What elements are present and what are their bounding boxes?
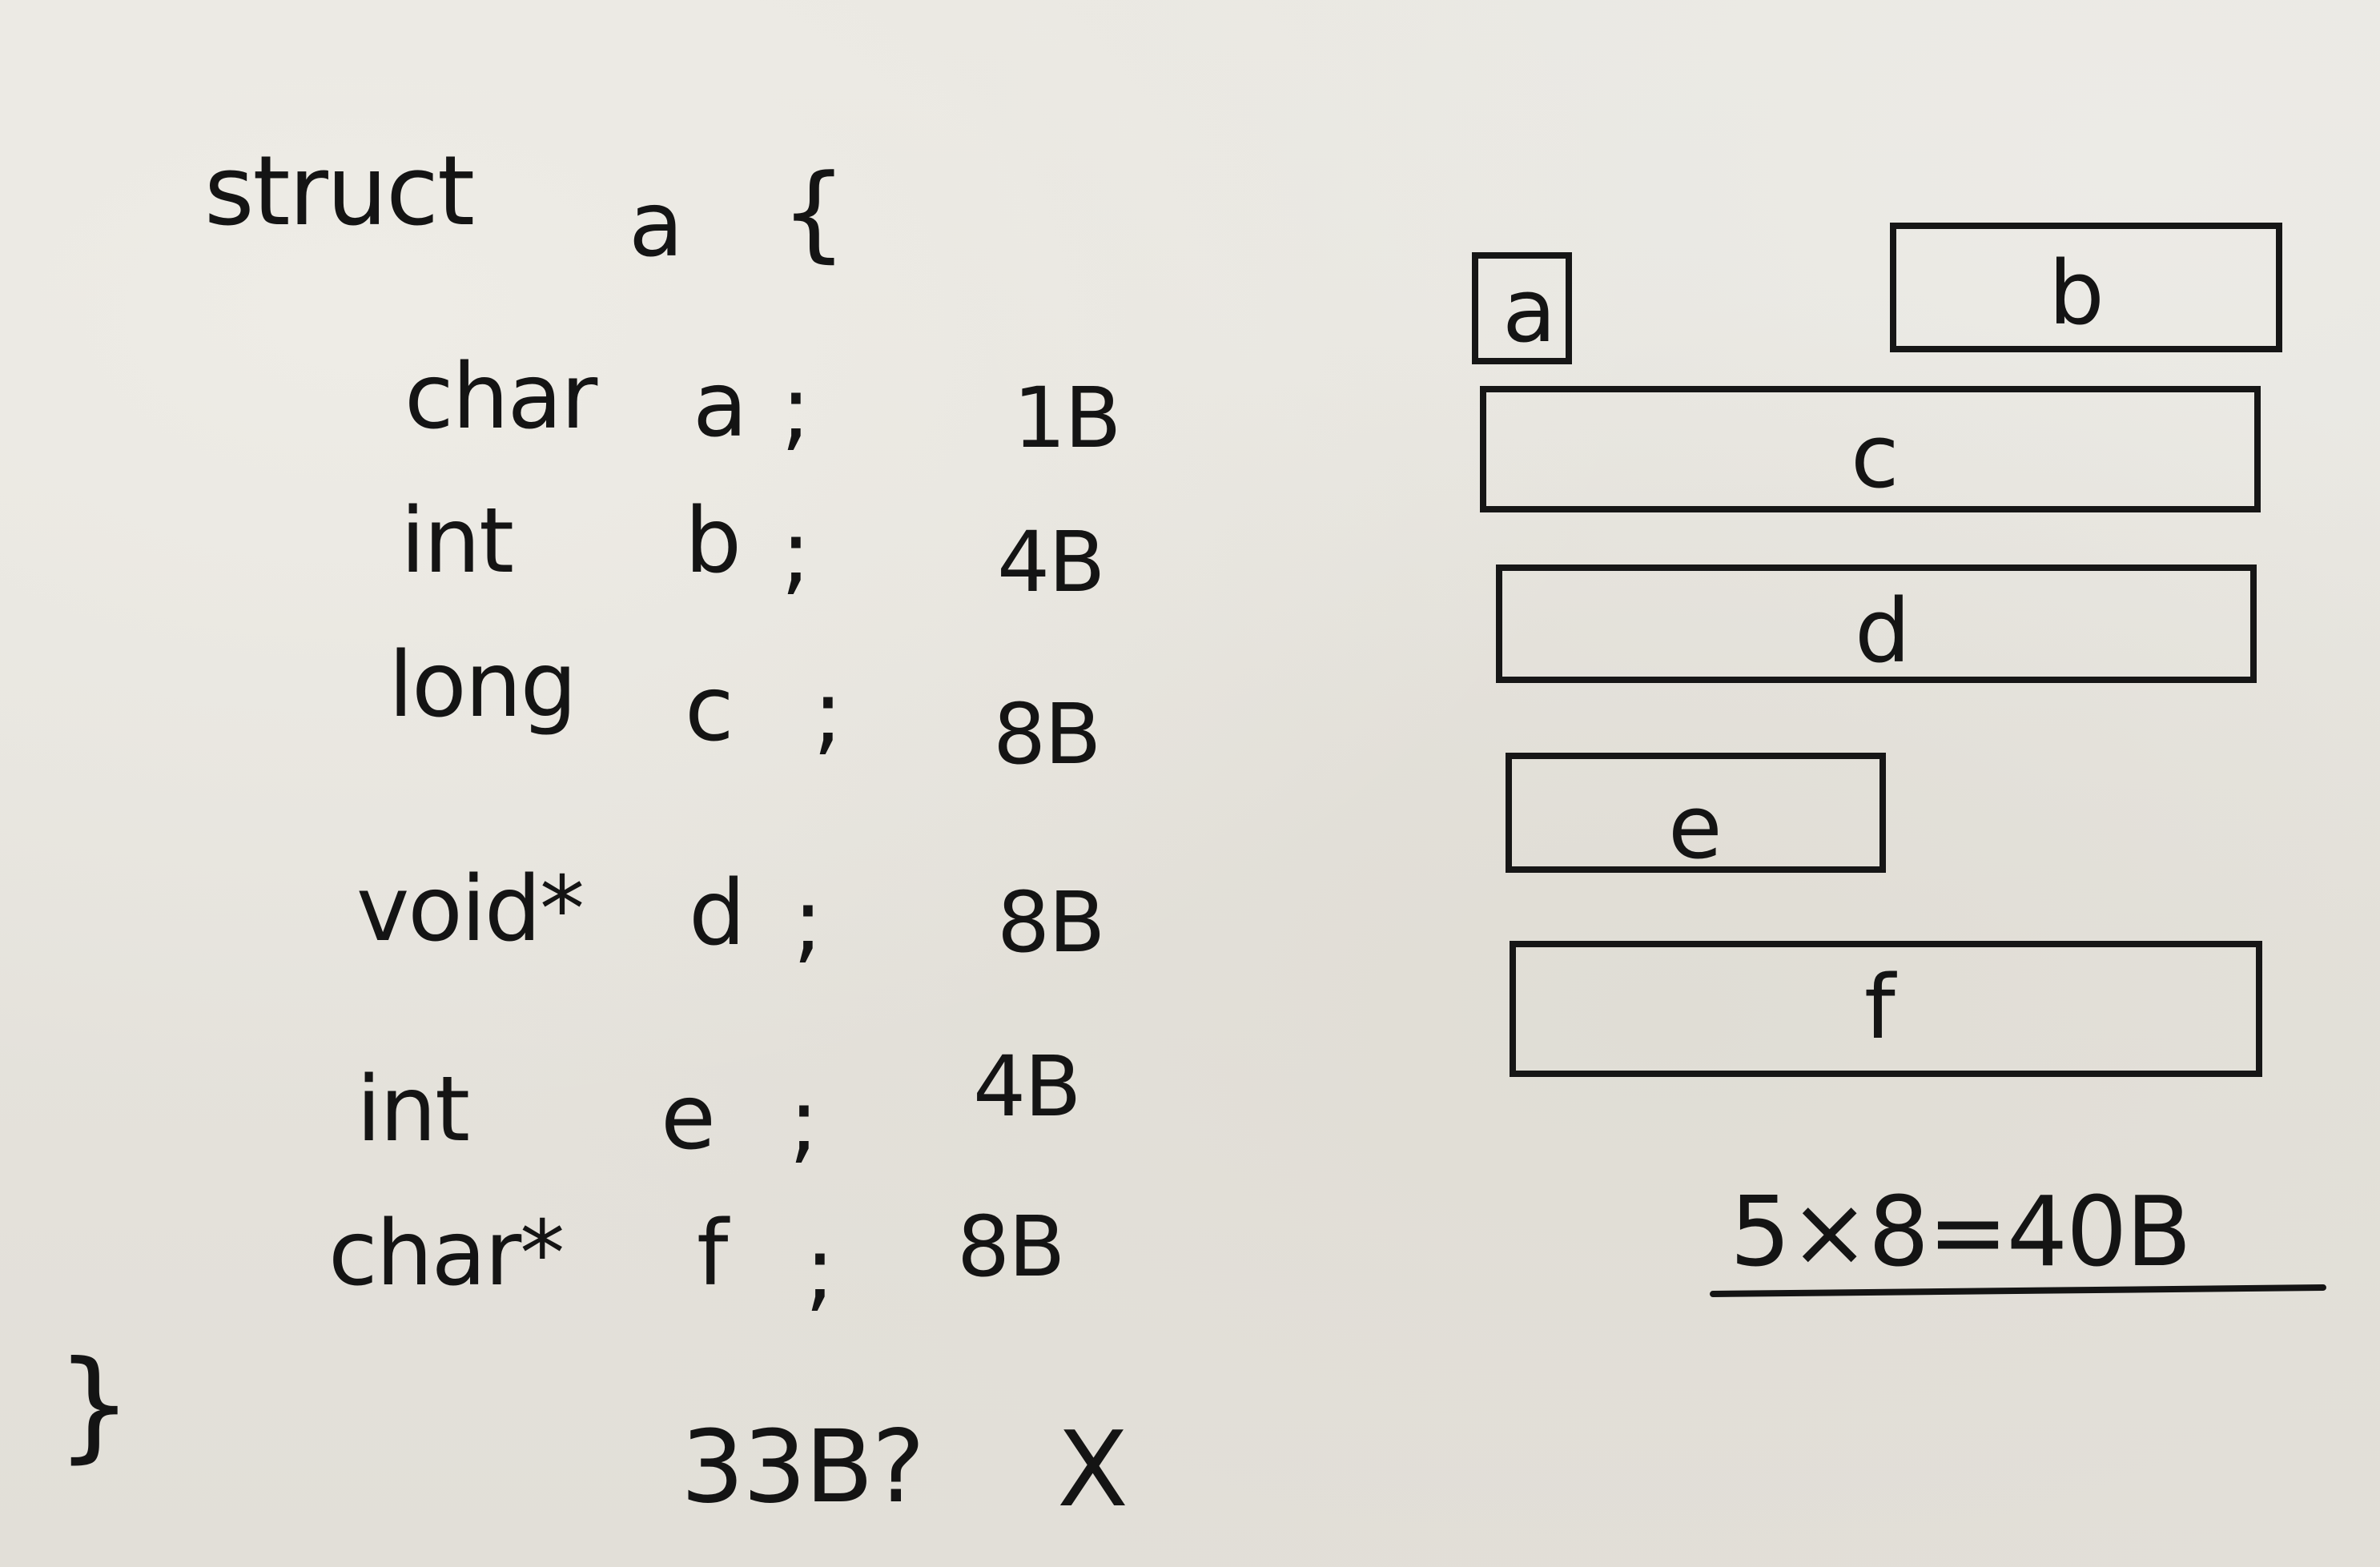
naive-wrong-mark: X (1057, 1408, 1128, 1530)
field-type: int (356, 1058, 470, 1162)
open-brace: { (781, 151, 847, 273)
field-semicolon: ; (789, 1070, 819, 1174)
field-size: 1B (1013, 369, 1122, 467)
box-label: e (1668, 776, 1723, 878)
field-name: b (685, 489, 742, 593)
memory-box-e: e (1506, 753, 1886, 873)
field-size: 4B (973, 1038, 1082, 1135)
box-label: b (2048, 242, 2105, 344)
field-size: 8B (957, 1198, 1066, 1296)
field-size: 8B (997, 874, 1106, 971)
layout-result: 5×8=40B (1730, 1177, 2192, 1288)
field-type: char* (328, 1202, 565, 1306)
field-semicolon: ; (813, 661, 843, 765)
box-label: c (1851, 405, 1900, 508)
field-type: long (388, 633, 577, 737)
field-type: void* (356, 858, 585, 962)
memory-box-d: d (1496, 565, 2257, 683)
memory-box-f: f (1510, 941, 2262, 1077)
field-size: 4B (997, 513, 1106, 611)
memory-box-b: b (1890, 223, 2282, 352)
field-name: c (685, 657, 734, 761)
field-name: f (697, 1202, 728, 1306)
box-label: a (1502, 259, 1557, 362)
field-name: d (689, 862, 746, 966)
struct-name: a (629, 173, 684, 277)
field-semicolon: ; (781, 357, 811, 461)
field-semicolon: ; (781, 501, 811, 605)
box-label: d (1855, 580, 1911, 682)
struct-keyword: struct (204, 136, 475, 247)
memory-box-a: a (1472, 252, 1572, 364)
naive-total: 33B? (681, 1409, 925, 1525)
memory-box-c: c (1480, 386, 2261, 512)
field-type: char (404, 345, 597, 449)
field-size: 8B (993, 685, 1102, 783)
field-type: int (400, 489, 514, 593)
field-semicolon: ; (805, 1218, 835, 1322)
field-semicolon: ; (793, 870, 823, 974)
close-brace: } (56, 1336, 132, 1475)
field-name: a (693, 353, 748, 457)
field-name: e (661, 1066, 716, 1170)
box-label: f (1864, 956, 1896, 1059)
